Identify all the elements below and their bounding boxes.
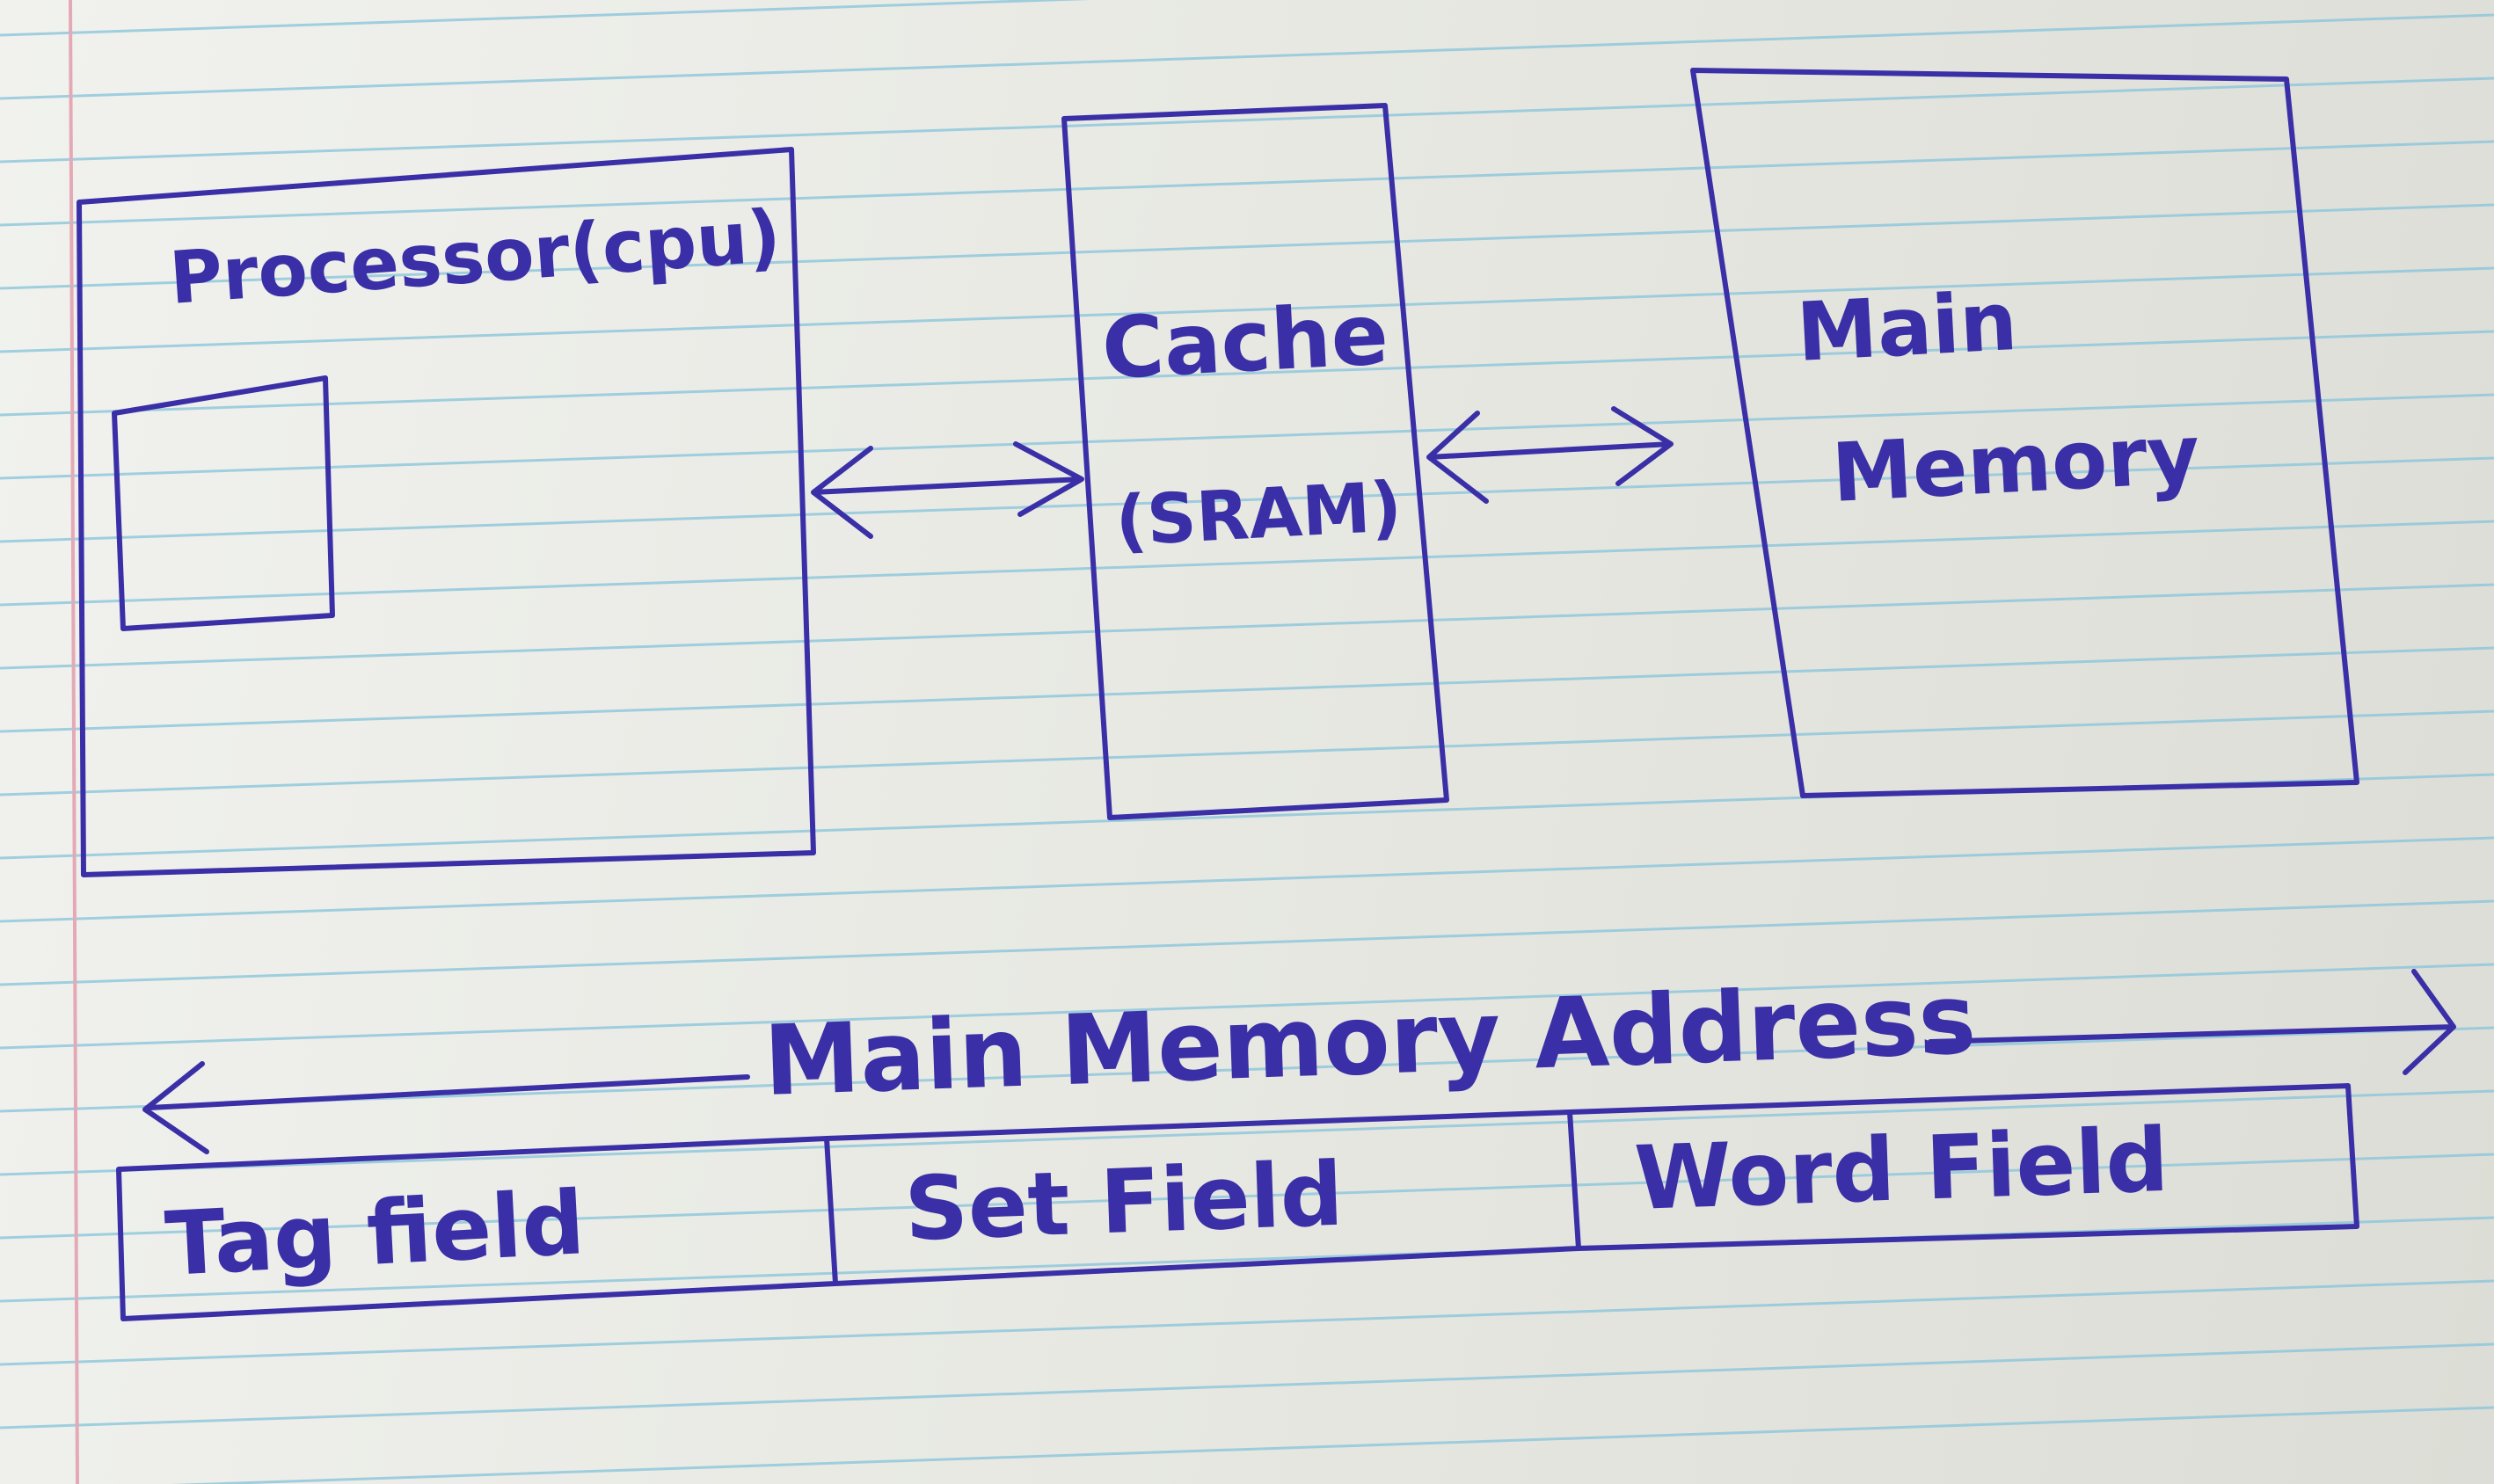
cache-label: Cache xyxy=(1099,285,1390,398)
address-arrow-right xyxy=(1928,969,2456,1075)
ruled-line xyxy=(0,203,2494,290)
ruled-line xyxy=(0,76,2494,164)
ruled-line xyxy=(0,899,2494,986)
ruled-line xyxy=(0,1342,2494,1429)
main-memory-label-line1: Main xyxy=(1795,274,2020,380)
ruled-line xyxy=(0,1279,2494,1366)
ruled-line xyxy=(0,646,2494,733)
ruled-line xyxy=(0,330,2494,417)
ruled-line xyxy=(0,393,2494,480)
cache-type-label: (SRAM) xyxy=(1113,468,1404,562)
word-field-label: Word Field xyxy=(1633,1109,2170,1230)
address-arrow-left xyxy=(142,1061,750,1154)
cpu-cache-arrow xyxy=(811,441,1084,539)
main-memory-label-line2: Memory xyxy=(1830,407,2202,520)
ruled-line xyxy=(0,709,2494,797)
ruled-line xyxy=(0,0,1090,37)
set-field-box xyxy=(824,1109,1581,1286)
ruled-line xyxy=(171,1406,2494,1484)
ruled-line xyxy=(0,836,2494,923)
ruled-line xyxy=(0,1089,2494,1176)
word-field-box xyxy=(1567,1083,2359,1251)
ruled-line xyxy=(0,583,2494,670)
tag-field-label: Tag field xyxy=(163,1171,587,1296)
cache-block xyxy=(1061,103,1449,820)
ruled-line xyxy=(0,1026,2494,1113)
ruled-line xyxy=(0,1216,2494,1303)
ruled-line xyxy=(0,456,2494,543)
cpu-register-box xyxy=(112,375,335,631)
ruled-line xyxy=(0,520,2494,607)
cache-memory-arrow xyxy=(1426,406,1674,504)
cpu-block xyxy=(77,147,816,877)
address-title: Main Memory Address xyxy=(762,963,1978,1117)
main-memory-block xyxy=(1690,68,2359,798)
ruled-line xyxy=(0,963,2494,1050)
ruled-line xyxy=(0,1153,2494,1240)
ruled-line xyxy=(0,266,2494,353)
margin-line xyxy=(69,0,79,1484)
ruled-line xyxy=(0,140,2494,227)
cpu-label: Processor(cpu) xyxy=(167,195,784,321)
ruled-line xyxy=(0,13,2494,100)
set-field-label: Set Field xyxy=(903,1143,1345,1261)
